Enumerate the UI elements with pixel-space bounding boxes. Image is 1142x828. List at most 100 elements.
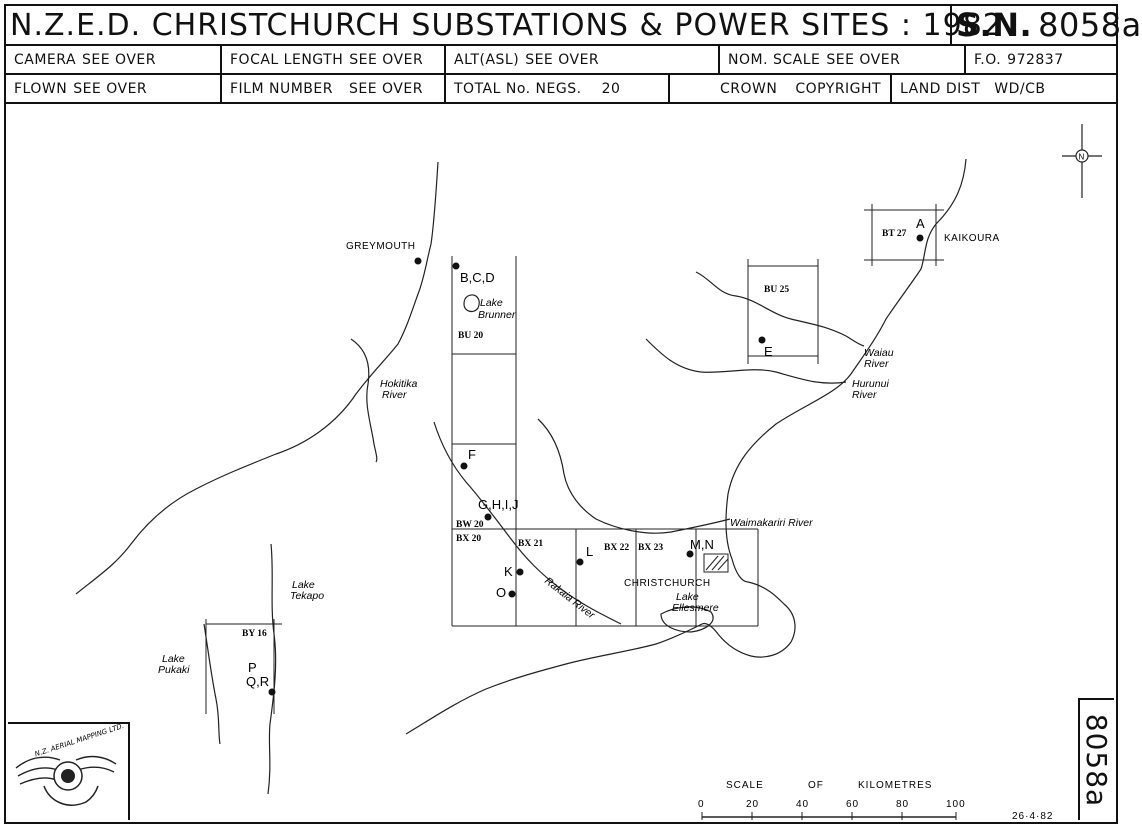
map-canvas: GREYMOUTH KAIKOURA CHRISTCHURCH Lake Bru… [75,124,1102,822]
altitude-label: ALT(ASL) [454,51,520,68]
altitude-cell: ALT(ASL) SEE OVER [446,46,720,73]
lake-tekapo-label-1: Lake [292,579,315,591]
north-arrow-icon: N [1062,124,1102,198]
site-label-o: O [496,585,506,600]
grid-label-bu25: BU 25 [764,285,789,295]
tekapo-river-line [267,543,277,795]
christchurch-urban-area [703,553,729,573]
scale-bar: SCALE OF KILOMETRES 0 20 40 60 80 100 [698,780,965,820]
fo-cell: F.O. 972837 [966,46,1116,73]
pukaki-lake-line [203,623,221,745]
winged-camera-icon: N.Z. AERIAL MAPPING LTD. [15,722,125,806]
crown-label: CROWN [720,80,778,97]
scale-tick-40: 40 [796,799,809,810]
rakaia-river-line [433,421,622,625]
flown-cell: FLOWN SEE OVER [6,75,222,102]
map-sheet: N.Z.E.D. CHRISTCHURCH SUBSTATIONS & POWE… [4,4,1141,824]
sheet-number: S.N. 8058a [952,6,1141,44]
map-title: N.Z.E.D. CHRISTCHURCH SUBSTATIONS & POWE… [6,6,1002,44]
lake-brunner-outline [463,294,480,313]
site-label-qr: Q,R [246,674,269,689]
lake-brunner-label-1: Lake [480,297,503,309]
hurunui-river-label-1: Hurunui [852,378,889,390]
grid-lines [205,204,944,714]
waiau-river-line [695,271,865,347]
site-label-f: F [468,447,476,462]
site-label-l: L [586,544,593,559]
sheet-number-prefix: S.N. [956,6,1033,44]
map-date: 26·4·82 [1012,811,1053,822]
land-district-label: LAND DIST [900,80,981,97]
flown-label: FLOWN [14,80,68,97]
north-arrow-label: N [1079,153,1085,162]
site-label-mn: M,N [690,537,714,552]
site-label-bcd: B,C,D [460,270,495,285]
scale-kilometres-word: KILOMETRES [858,780,932,791]
lake-pukaki-label-2: Pukaki [158,664,190,676]
scale-of-word: OF [808,780,824,791]
title-row: N.Z.E.D. CHRISTCHURCH SUBSTATIONS & POWE… [6,6,1141,46]
logo-text: N.Z. AERIAL MAPPING LTD. [34,722,125,758]
scale-word: SCALE [726,780,764,791]
fo-label: F.O. [974,51,1002,68]
camera-cell: CAMERA SEE OVER [6,46,222,73]
focal-length-value: SEE OVER [349,51,424,68]
land-district-value: WD/CB [994,80,1046,97]
scale-tick-20: 20 [746,799,759,810]
land-district-cell: LAND DIST WD/CB [892,75,1116,102]
sheet-number-value: 8058a [1038,6,1142,44]
camera-label: CAMERA [14,51,77,68]
info-row-1: CAMERA SEE OVER FOCAL LENGTH SEE OVER AL… [6,46,1116,75]
lake-ellesmere-label-1: Lake [676,591,699,603]
grid-label-bx20: BX 20 [456,534,481,544]
east-coastline [725,158,967,583]
lake-ellesmere-label-2: Ellesmere [672,602,719,614]
nominal-scale-cell: NOM. SCALE SEE OVER [720,46,966,73]
scale-tick-0: 0 [698,799,705,810]
site-dots [268,234,924,696]
lake-pukaki-label-1: Lake [162,653,185,665]
hokitika-river-label-2: River [382,389,407,401]
flown-value: SEE OVER [73,80,148,97]
site-label-e: E [764,344,773,359]
nominal-scale-label: NOM. SCALE [728,51,821,68]
crown-copyright-cell: CROWN COPYRIGHT [670,75,892,102]
waimakariri-river-line [537,418,731,534]
greymouth-label: GREYMOUTH [346,241,416,252]
scale-tick-80: 80 [896,799,909,810]
lake-brunner-label-2: Brunner [478,309,516,321]
grid-label-bx22: BX 22 [604,543,629,553]
site-label-ghij: G,H,I,J [478,497,518,512]
canterbury-coastline [405,623,703,735]
hurunui-river-line [645,338,847,384]
hokitika-river-line [350,338,378,463]
total-negs-value: 20 [601,80,621,97]
hurunui-river-label-2: River [852,389,877,401]
waimakariri-river-label: Waimakariri River [730,517,813,529]
hokitika-river-label-1: Hokitika [380,378,418,390]
lake-tekapo-label-2: Tekapo [290,590,324,602]
grid-label-bw20: BW 20 [456,520,484,530]
rakaia-river-label: Rakaia River [542,575,597,622]
film-number-cell: FILM NUMBER SEE OVER [222,75,446,102]
film-number-label: FILM NUMBER [230,80,333,97]
info-row-2: FLOWN SEE OVER FILM NUMBER SEE OVER TOTA… [6,75,1116,104]
focal-length-cell: FOCAL LENGTH SEE OVER [222,46,446,73]
lake-ellesmere-outline [660,606,714,633]
christchurch-label: CHRISTCHURCH [624,578,711,589]
total-negs-label: TOTAL No. NEGS. [454,80,582,97]
waiau-river-label-2: River [864,358,889,370]
grid-label-bx23: BX 23 [638,543,663,553]
grid-label-bx21: BX 21 [518,539,543,549]
grid-label-by16: BY 16 [242,629,267,639]
total-negs-cell: TOTAL No. NEGS. 20 [446,75,670,102]
copyright-label: COPYRIGHT [795,80,882,97]
altitude-value: SEE OVER [525,51,600,68]
grid-label-bt27: BT 27 [882,229,907,239]
waiau-river-label-1: Waiau [864,347,894,359]
site-label-k: K [504,564,513,579]
kaikoura-label: KAIKOURA [944,233,1000,244]
camera-value: SEE OVER [82,51,156,68]
nominal-scale-value: SEE OVER [826,51,901,68]
site-label-a: A [916,216,925,231]
